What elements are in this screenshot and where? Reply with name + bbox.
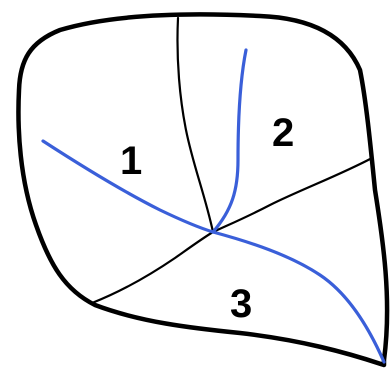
divider-bottom-left xyxy=(92,232,213,303)
region-label-1: 1 xyxy=(120,139,142,183)
region-label-3: 3 xyxy=(230,282,252,326)
region-label-2: 2 xyxy=(272,111,294,155)
divider-top xyxy=(177,18,213,232)
river-upper-tributary xyxy=(213,50,246,232)
